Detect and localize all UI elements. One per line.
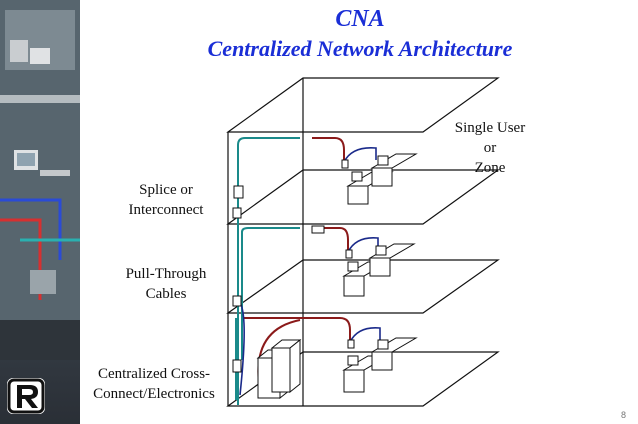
label-single-user-line3: Zone: [474, 160, 506, 176]
label-centralized-cross-connect: Centralized Cross- Connect/Electronics: [84, 364, 224, 404]
page-number: 8: [620, 410, 626, 420]
floor-plane-top: [226, 169, 500, 225]
page-subtitle: Centralized Network Architecture: [207, 36, 513, 61]
label-pull-line2: Cables: [145, 286, 187, 302]
splice-box-top: [233, 185, 244, 199]
user-outlet-top: [341, 159, 349, 169]
user-outlet-bottom: [347, 339, 355, 349]
workstation-bottom-2: [370, 337, 418, 371]
outlet-box-bottom: [232, 359, 242, 373]
splice-boxes: [232, 159, 355, 373]
label-pull-line1: Pull-Through: [125, 266, 207, 282]
splice-box-middle: [311, 225, 325, 234]
workstations: [342, 153, 418, 393]
outlet-box-middle: [232, 295, 242, 307]
label-splice-line1: Splice or: [139, 182, 193, 198]
backbone-cables: [235, 137, 300, 405]
outlet-box-top: [232, 207, 242, 219]
floor-plane-middle: [226, 259, 500, 314]
cross-connect-racks: [256, 338, 302, 400]
decorative-side-image: [0, 0, 80, 424]
label-cross-line2: Connect/Electronics: [93, 386, 215, 402]
roof-plane: [226, 77, 500, 133]
workstation-middle-2: [368, 243, 416, 277]
r-logo-icon: [7, 378, 45, 414]
workstation-top-2: [370, 153, 418, 187]
label-single-user-zone: Single User or Zone: [440, 118, 540, 178]
label-pull-through-cables: Pull-Through Cables: [104, 264, 228, 304]
label-cross-line1: Centralized Cross-: [97, 366, 211, 382]
company-logo: [7, 378, 45, 414]
page-title: CNA: [335, 6, 385, 32]
user-outlet-middle: [345, 249, 353, 259]
label-splice-line2: Interconnect: [128, 202, 204, 218]
building-rendering-image: [0, 0, 80, 360]
label-single-user-line1: Single User: [454, 120, 526, 136]
label-single-user-line2: or: [483, 140, 497, 156]
label-splice-interconnect: Splice or Interconnect: [104, 180, 228, 220]
